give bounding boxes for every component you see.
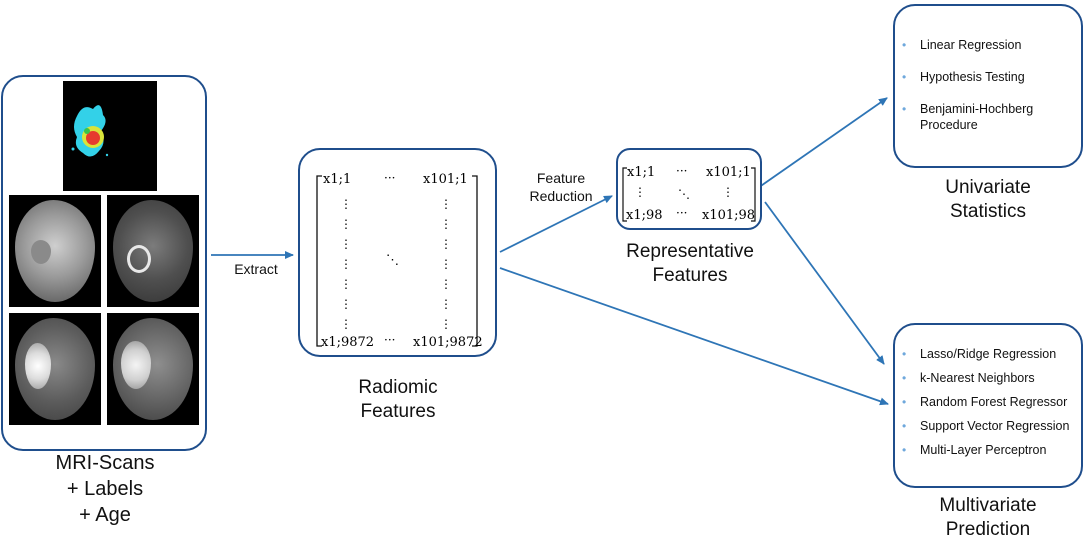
tumor-label-map (63, 81, 157, 191)
radiomic-caption-line-2: Features (360, 401, 436, 422)
feature-reduction-label: Feature Reduction (516, 169, 606, 205)
radiomic-ddots: ⋱ (386, 253, 399, 268)
univariate-caption: Univariate Statistics (908, 176, 1068, 224)
multivariate-item-3: Random Forest Regressor (902, 394, 1082, 410)
representative-right-vdots: ⋮ (722, 185, 734, 199)
representative-ddots: ⋱ (678, 187, 690, 201)
tumor-segmentation-image (71, 105, 109, 157)
multivariate-caption-line-1: Multivariate (939, 495, 1037, 516)
arrow-feature-reduction (499, 195, 613, 253)
univariate-caption-line-1: Univariate (945, 177, 1031, 198)
multivariate-item-2: k-Nearest Neighbors (902, 370, 1082, 386)
radiomic-right-vdots-4: ⋮ (440, 257, 452, 271)
radiomic-left-vdots-6: ⋮ (340, 297, 352, 311)
representative-top-hdots: ··· (676, 164, 687, 178)
multivariate-item-4: Support Vector Regression (902, 418, 1082, 434)
arrow-to-univariate (754, 97, 888, 191)
radiomic-right-vdots-7: ⋮ (440, 317, 452, 331)
radiomic-right-vdots-1: ⋮ (440, 197, 452, 211)
radiomic-bottom-right: x101;9872 (413, 335, 483, 350)
multivariate-methods-list: Lasso/Ridge Regression k-Nearest Neighbo… (902, 346, 1082, 458)
radiomic-right-vdots-6: ⋮ (440, 297, 452, 311)
radiomic-caption: Radiomic Features (318, 376, 478, 424)
mri-t1-image (9, 195, 101, 307)
mri-caption-line-3: + Age (79, 504, 131, 526)
univariate-caption-line-2: Statistics (949, 201, 1027, 222)
multivariate-item-1: Lasso/Ridge Regression (902, 346, 1082, 362)
representative-matrix: x1;1 ··· x101;1 ⋮ ⋱ ⋮ x1;98 ··· x101;98 (622, 164, 756, 223)
mri-caption-line-2: + Labels (66, 478, 144, 500)
mri-caption: MRI-Scans + Labels + Age (20, 450, 190, 528)
mri-flair-image (107, 313, 199, 425)
radiomic-left-vdots-2: ⋮ (340, 217, 352, 231)
representative-bottom-right: x101;98 (702, 208, 755, 223)
radiomic-left-vdots-5: ⋮ (340, 277, 352, 291)
radiomic-top-hdots: ··· (384, 171, 395, 185)
radiomic-left-vdots-1: ⋮ (340, 197, 352, 211)
arrow-radiomic-to-multivariate (499, 267, 889, 406)
univariate-statistics-box: Linear Regression Hypothesis Testing Ben… (893, 4, 1083, 168)
representative-caption-line-2: Features (652, 265, 728, 286)
univariate-item-2: Hypothesis Testing (902, 69, 1078, 85)
representative-bottom-hdots: ··· (676, 206, 687, 220)
radiomic-right-vdots-5: ⋮ (440, 277, 452, 291)
radiomic-top-right: x101;1 (423, 172, 468, 187)
representative-bottom-left: x1;98 (626, 208, 663, 223)
multivariate-prediction-box: Lasso/Ridge Regression k-Nearest Neighbo… (893, 323, 1083, 488)
radiomic-top-left: x1;1 (323, 172, 351, 187)
multivariate-caption-line-2: Prediction (945, 519, 1031, 540)
representative-caption: Representative Features (606, 240, 774, 288)
radiomic-bottom-hdots: ··· (384, 333, 395, 347)
multivariate-caption: Multivariate Prediction (903, 494, 1073, 542)
radiomic-left-vdots-4: ⋮ (340, 257, 352, 271)
radiomic-right-vdots-3: ⋮ (440, 237, 452, 251)
mri-scans-box (1, 75, 207, 451)
arrow-representative-to-multivariate (764, 201, 885, 365)
feature-reduction-line-2: Reduction (529, 188, 593, 204)
representative-top-right: x101;1 (706, 165, 751, 180)
mri-t2-image (9, 313, 101, 425)
univariate-methods-list: Linear Regression Hypothesis Testing Ben… (902, 37, 1078, 133)
mri-t1ce-image (107, 195, 199, 307)
radiomic-left-vdots-3: ⋮ (340, 237, 352, 251)
feature-reduction-line-1: Feature (536, 170, 586, 186)
mri-caption-line-1: MRI-Scans (55, 452, 155, 474)
representative-caption-line-1: Representative (626, 241, 754, 262)
radiomic-caption-line-1: Radiomic (358, 377, 438, 398)
extract-label: Extract (234, 261, 278, 277)
radiomic-features-box: x1;1 ··· x101;1 ⋮ ⋮ ⋮ ⋮ ⋮ ⋮ ⋮ ⋮ ⋮ ⋮ ⋮ ⋮ … (298, 148, 497, 357)
radiomic-bottom-left: x1;9872 (321, 335, 374, 350)
representative-left-vdots: ⋮ (634, 185, 646, 199)
univariate-item-1: Linear Regression (902, 37, 1078, 53)
radiomic-right-vdots-2: ⋮ (440, 217, 452, 231)
representative-features-box: x1;1 ··· x101;1 ⋮ ⋱ ⋮ x1;98 ··· x101;98 (616, 148, 762, 230)
multivariate-item-5: Multi-Layer Perceptron (902, 442, 1082, 458)
univariate-item-3: Benjamini-Hochberg Procedure (902, 101, 1040, 133)
representative-top-left: x1;1 (627, 165, 655, 180)
radiomic-left-vdots-7: ⋮ (340, 317, 352, 331)
radiomic-matrix: x1;1 ··· x101;1 ⋮ ⋮ ⋮ ⋮ ⋮ ⋮ ⋮ ⋮ ⋮ ⋮ ⋮ ⋮ … (316, 171, 483, 350)
